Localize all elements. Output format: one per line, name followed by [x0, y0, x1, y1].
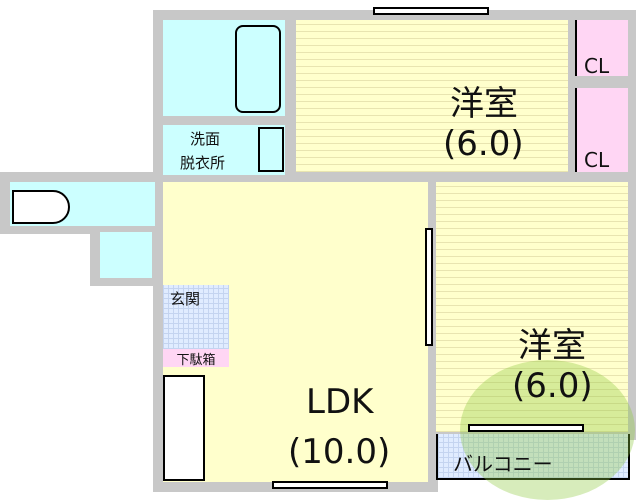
bedroom-south [436, 182, 628, 432]
window-ldk-south [272, 481, 388, 489]
window-north [373, 7, 489, 15]
balcony-label: バルコニー [453, 452, 553, 476]
storage [100, 232, 152, 278]
bedroom-south-size: (6.0) [512, 366, 593, 406]
toilet [12, 190, 70, 224]
entrance-label: 玄関 [170, 290, 201, 308]
kitchen-counter [163, 375, 205, 481]
bathtub [235, 25, 281, 113]
bedroom-north-size: (6.0) [443, 124, 524, 164]
ldk-size: (10.0) [288, 432, 391, 472]
closet-1 [575, 20, 628, 76]
washroom-label-2: 脱衣所 [180, 154, 226, 172]
bedroom-south-name: 洋室 [518, 326, 586, 366]
window-balcony [468, 424, 584, 432]
closet-2-label: CL [584, 148, 610, 172]
bedroom-north-name: 洋室 [450, 84, 518, 124]
balcony [436, 434, 630, 480]
shoe-box: 下駄箱 [163, 349, 229, 368]
bedroom-north [296, 20, 568, 172]
entrance [163, 285, 229, 349]
closet-1-label: CL [584, 54, 610, 78]
ldk-name: LDK [306, 382, 374, 422]
washroom-label-1: 洗面 [190, 130, 221, 148]
door-bedroom-sliding [425, 228, 433, 346]
closet-2 [575, 88, 628, 172]
washbasin [258, 127, 284, 172]
